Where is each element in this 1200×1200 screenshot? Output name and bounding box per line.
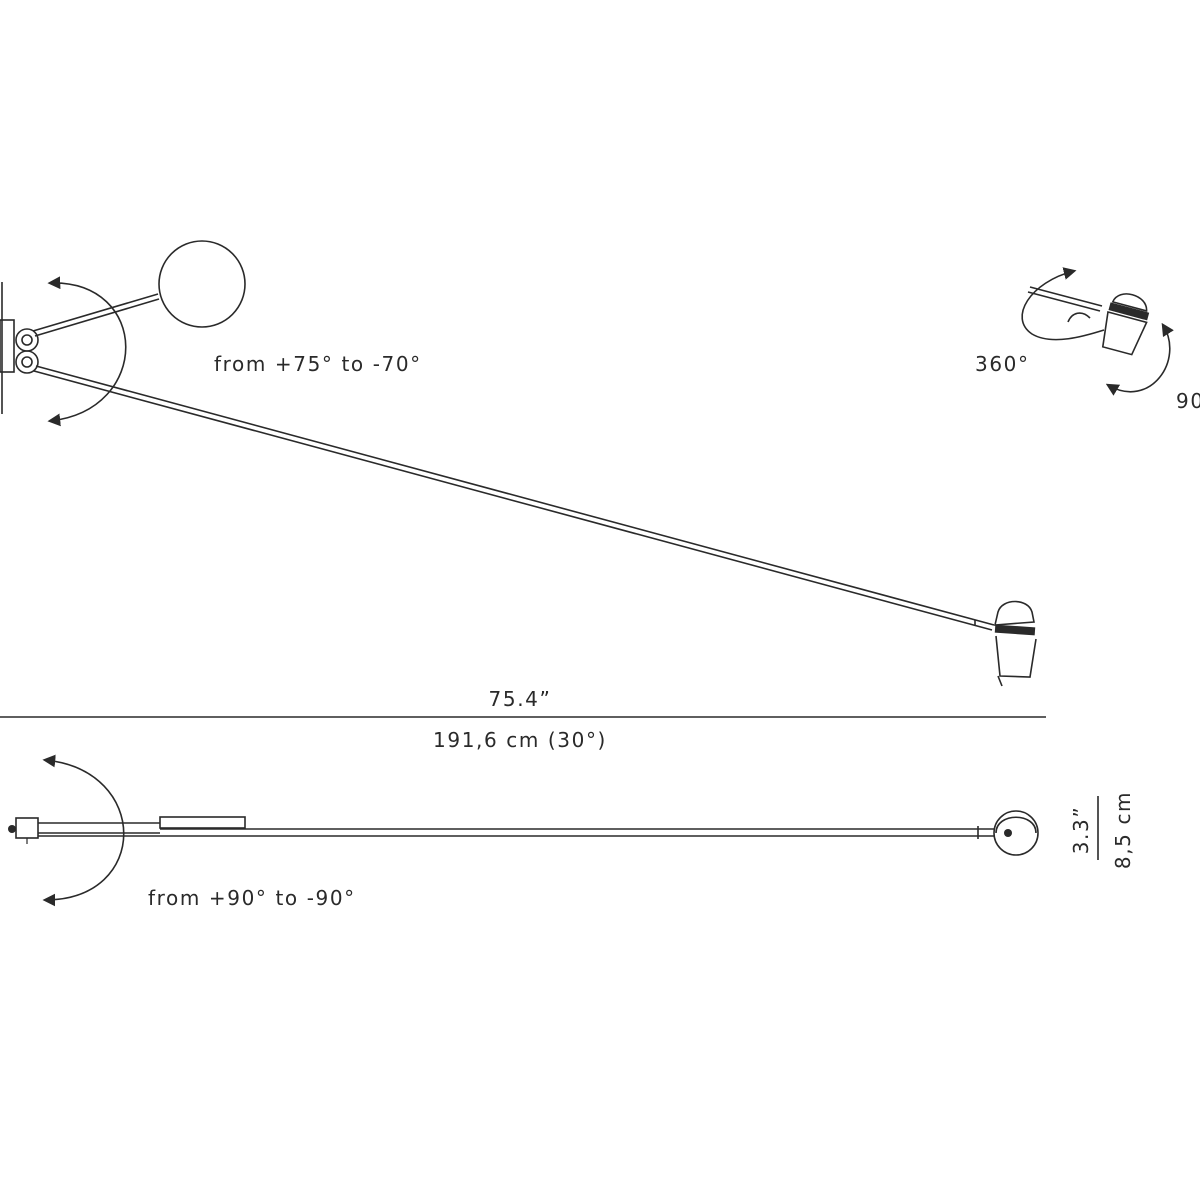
head-detail-arm [1027,286,1103,312]
length-metric-label: 191,6 cm (30°) [433,728,607,752]
top-view-bracket [8,817,160,844]
swivel-ellipse-arrow [1021,267,1105,341]
top-view: from +90° to -90° 3.3” 8,5 cm [8,754,1135,910]
wall-bracket [0,282,39,414]
head-diameter-metric-label: 8,5 cm [1111,791,1135,869]
tilt-arc-arrow [1105,322,1174,396]
head-diameter-imperial-label: 3.3” [1069,806,1093,855]
top-view-arm [38,826,995,839]
top-rotation-arc-arrow [42,754,125,907]
head-tilt-label: 90 [1176,389,1200,413]
head-detail: 360° 90 [975,267,1200,413]
top-view-counterweight [159,816,246,829]
head-rotation-label: 360° [975,352,1030,376]
top-view-head [993,810,1039,856]
lamp-head [993,600,1037,687]
lamp-arm [33,365,995,631]
length-dimension: 75.4” 191,6 cm (30°) [0,687,1046,752]
head-detail-shade [1101,293,1150,356]
length-imperial-label: 75.4” [489,687,552,711]
counterweight-arm [32,293,160,337]
rotation-range-label: from +75° to -70° [214,352,422,376]
side-view: from +75° to -70° [0,240,1037,687]
rotation-arc-arrow [47,276,127,427]
top-rotation-range-label: from +90° to -90° [148,886,356,910]
counterweight-disk [158,240,246,328]
